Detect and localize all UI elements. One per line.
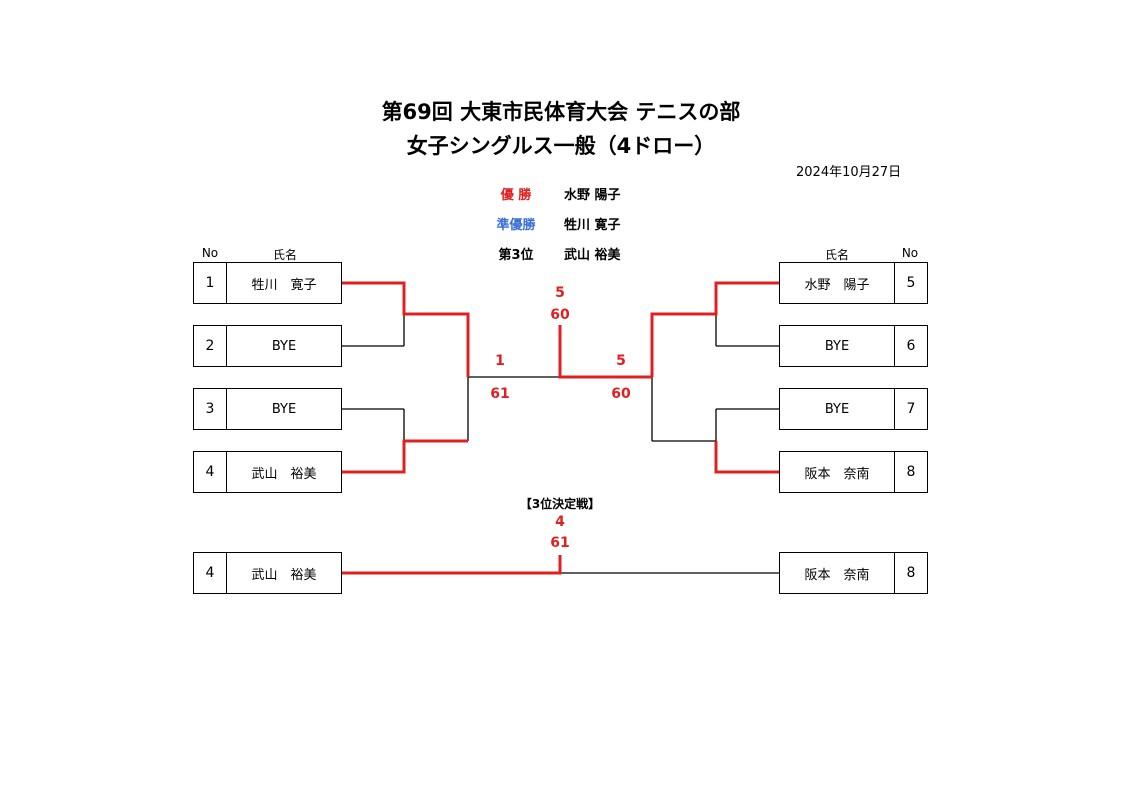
right-entry-7-name: BYE [779,388,895,430]
event-date: 2024年10月27日 [796,165,902,180]
third-left-no: 4 [193,552,227,594]
right-entry-7-no: 7 [894,388,928,430]
third-right-no: 8 [894,552,928,594]
runner-up-label: 準優勝 [496,218,536,233]
right-entry-6-no: 6 [894,325,928,367]
left-no-header: No [201,246,219,260]
right-entry-8-no: 8 [894,451,928,493]
left-entry-2-no: 2 [193,325,227,367]
runner-up-name: 牲川 寛子 [564,218,621,233]
champion-name: 水野 陽子 [564,188,621,203]
semi-left-score: 61 [490,386,510,402]
third-place-score: 61 [550,535,570,551]
left-entry-2-name: BYE [226,325,342,367]
semi-right-winner-no: 5 [616,353,626,369]
semi-right-score: 60 [611,386,631,402]
event-title: 女子シングルス一般（4ドロー） [406,134,716,158]
semi-left-winner-no: 1 [495,353,505,369]
third-place-match-title: 【3位決定戦】 [519,497,601,511]
right-entry-5-name: 水野 陽子 [779,262,895,304]
left-entry-3-no: 3 [193,388,227,430]
final-score: 60 [550,307,570,323]
third-place-winner-no: 4 [555,514,565,530]
third-place-label: 第3位 [498,248,534,263]
right-name-header: 氏名 [824,248,849,262]
third-place-name: 武山 裕美 [564,248,621,263]
left-entry-4-name: 武山 裕美 [226,451,342,493]
final-winner-no: 5 [555,285,565,301]
right-entry-6-name: BYE [779,325,895,367]
left-name-header: 氏名 [272,248,297,262]
right-entry-5-no: 5 [894,262,928,304]
left-entry-4-no: 4 [193,451,227,493]
left-entry-1-name: 牲川 寛子 [226,262,342,304]
tournament-title: 第69回 大東市民体育大会 テニスの部 [381,100,741,124]
left-entry-1-no: 1 [193,262,227,304]
champion-label: 優 勝 [500,188,532,203]
third-left-name: 武山 裕美 [226,552,342,594]
third-right-name: 阪本 奈南 [779,552,895,594]
left-entry-3-name: BYE [226,388,342,430]
right-entry-8-name: 阪本 奈南 [779,451,895,493]
right-no-header: No [901,246,919,260]
